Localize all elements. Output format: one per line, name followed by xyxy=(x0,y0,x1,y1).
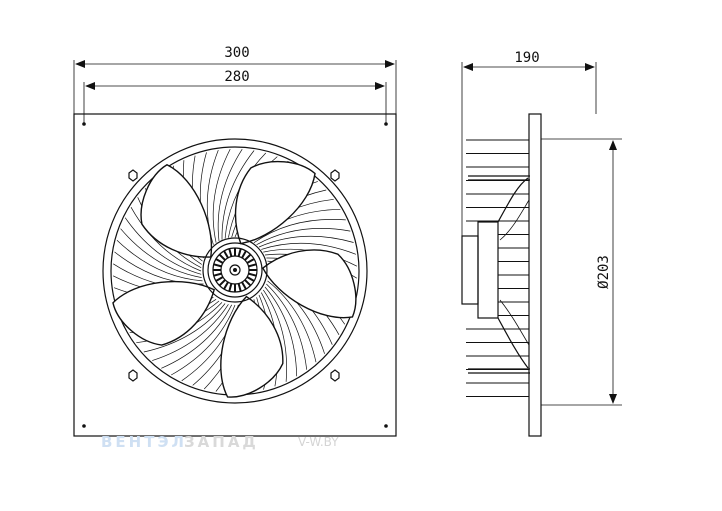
fan-ring-outer xyxy=(102,138,368,404)
dimension-300: 300 xyxy=(73,45,397,114)
dimension-280-label: 280 xyxy=(224,69,249,85)
motor-hub-ribs xyxy=(213,248,257,292)
side-guard-ribs xyxy=(466,139,529,397)
fan-front-view-icon xyxy=(73,113,397,437)
dimension-diameter-label: Ø203 xyxy=(596,255,612,289)
watermark-brand-gray: ЗАПАД xyxy=(184,433,259,451)
dimension-diameter: Ø203 xyxy=(541,138,622,406)
dimension-190: 190 xyxy=(461,50,597,236)
dimension-300-label: 300 xyxy=(224,45,249,61)
mounting-plate xyxy=(73,113,397,437)
side-motor-body xyxy=(461,235,479,305)
dimension-190-label: 190 xyxy=(514,50,539,66)
hex-bolts xyxy=(128,169,340,382)
side-flange xyxy=(528,113,542,437)
fan-side-view-icon xyxy=(461,113,542,437)
watermark-brand-blue: ВЕНТЭЛ xyxy=(101,433,187,451)
motor-hub-outer xyxy=(202,237,268,303)
watermark-site: V-W.BY xyxy=(298,435,339,449)
fan-blades xyxy=(112,160,357,398)
dimension-280: 280 xyxy=(83,69,387,124)
watermark: ВЕНТЭЛ ЗАПАД V-W.BY xyxy=(101,433,339,451)
